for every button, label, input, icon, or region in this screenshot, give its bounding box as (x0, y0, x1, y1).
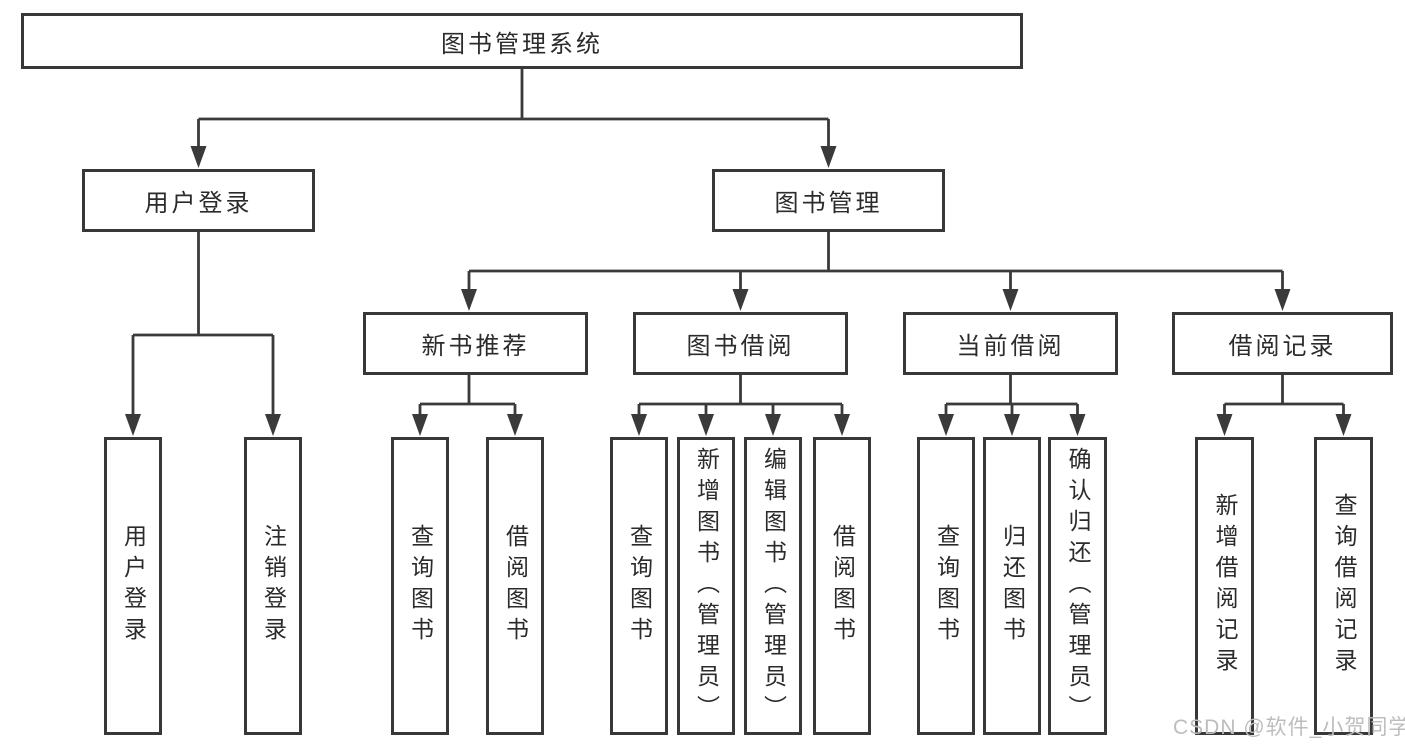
diagram-node-leaf-borrow-book-1: 借阅图书 (486, 437, 544, 735)
diagram-node-leaf-query-book-2: 查询图书 (610, 437, 668, 735)
diagram-node-borrow-records: 借阅记录 (1172, 312, 1393, 375)
diagram-node-leaf-query-book-1: 查询图书 (391, 437, 449, 735)
diagram-node-leaf-user-login: 用户登录 (104, 437, 162, 735)
diagram-node-leaf-borrow-book-2: 借阅图书 (813, 437, 871, 735)
diagram-node-leaf-logout: 注销登录 (244, 437, 302, 735)
diagram-node-book-mgmt: 图书管理 (712, 169, 945, 232)
diagram-node-root: 图书管理系统 (21, 13, 1023, 69)
diagram-node-new-book-rec: 新书推荐 (363, 312, 588, 375)
diagram-node-leaf-add-book: 新增图书（管理员） (677, 437, 735, 735)
watermark: CSDN @软件_小贺同学 (1173, 716, 1405, 739)
diagram-node-leaf-edit-book: 编辑图书（管理员） (744, 437, 802, 735)
diagram-node-leaf-return-book: 归还图书 (983, 437, 1041, 735)
diagram-node-current-borrow: 当前借阅 (903, 312, 1118, 375)
diagram-node-leaf-add-record: 新增借阅记录 (1195, 437, 1254, 735)
diagram-node-book-borrow: 图书借阅 (633, 312, 848, 375)
diagram-node-user-login: 用户登录 (82, 169, 315, 232)
diagram-node-leaf-query-book-3: 查询图书 (917, 437, 975, 735)
diagram-node-leaf-confirm-return: 确认归还（管理员） (1048, 437, 1107, 735)
diagram-node-leaf-query-record: 查询借阅记录 (1314, 437, 1373, 735)
